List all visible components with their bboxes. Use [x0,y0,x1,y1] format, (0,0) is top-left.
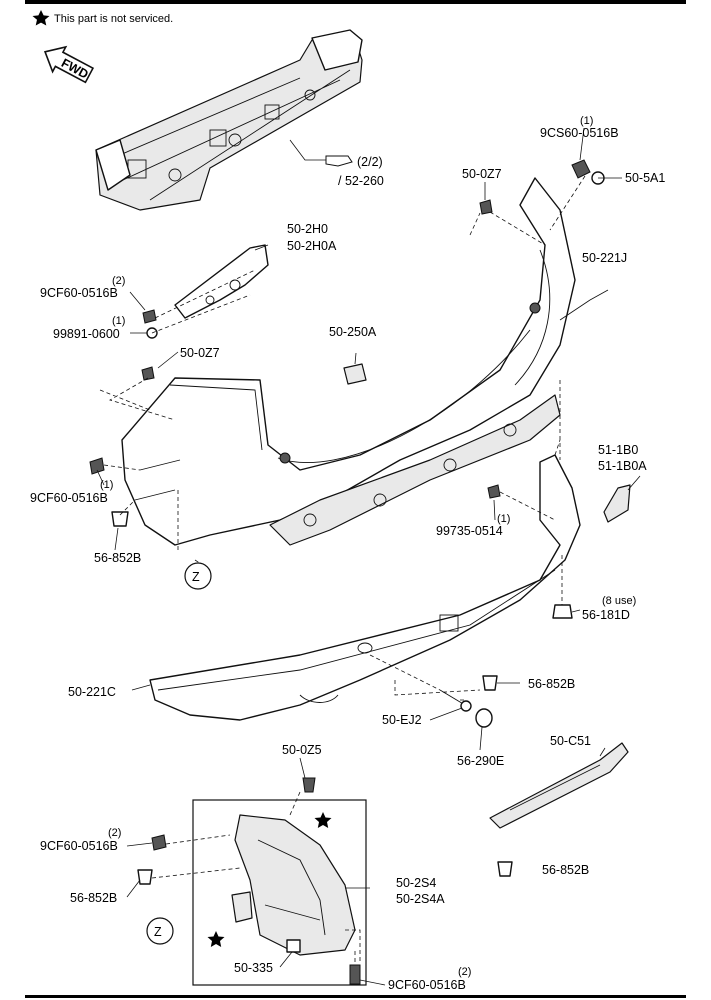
note-text: This part is not serviced. [54,13,173,25]
label-50-2S4: 50-2S4 [396,876,436,890]
guide-lines [99,175,586,962]
star-icon [314,812,332,828]
label-50-0Z7-top: 50-0Z7 [462,167,502,181]
fwd-label: FWD [59,56,91,82]
label-51-1B0A: 51-1B0A [598,459,647,473]
z-label-a: Z [192,570,200,584]
clip-56-852B-b [482,675,498,691]
label-50-221J: 50-221J [582,251,627,265]
cap-56-290E [475,708,493,728]
inset-part [231,891,253,923]
label-56-852B-c: 56-852B [70,891,117,905]
label-50-2H0: 50-2H0 [287,222,328,236]
qty-9CS60: (1) [580,115,593,127]
screw-9CF60-d [349,964,361,985]
arrow-icon [43,45,95,84]
clip-50-250A [343,363,367,385]
clip-56-181D [552,604,573,619]
leader-lines [96,127,641,986]
z-label-b: Z [154,925,162,939]
qty-99735: (1) [497,513,510,525]
label-50-5A1: 50-5A1 [625,171,665,185]
upper-bumper-cover [121,177,576,546]
label-9CF60-0516B-c: 9CF60-0516B [40,839,118,853]
label-50-EJ2: 50-EJ2 [382,713,422,727]
detail-z-marker-b: Z [146,917,174,945]
screw-9CF60-c [151,834,167,851]
label-9CF60-0516B-b: 9CF60-0516B [30,491,108,505]
tow-eye-ring [460,700,472,712]
bottom-rule [25,995,686,998]
label-50-C51: 50-C51 [550,734,591,748]
label-9CS60-0516B: 9CS60-0516B [540,126,619,140]
screw-9CS60 [571,159,591,179]
bracket-50-C51 [489,742,629,829]
clip-50-0Z7-left [141,366,155,381]
label-50-250A: 50-250A [329,325,377,339]
mudguard-50-2S4 [234,814,356,956]
ref-page-label: (2/2) [357,155,383,169]
not-serviced-note: This part is not serviced. [32,10,173,26]
fwd-arrow: FWD [43,45,95,84]
label-56-852B-b: 56-852B [528,677,575,691]
qty-9CF60-c: (2) [108,827,121,839]
ref-leader [289,139,328,161]
clip-50-0Z5 [302,777,316,793]
label-99891-0600: 99891-0600 [53,327,120,341]
top-rule [25,0,686,4]
screw-9CF60-a [142,309,157,324]
bumper-reinforcement [95,29,363,211]
label-51-1B0: 51-1B0 [598,443,638,457]
clip-56-852B-d [497,861,513,877]
clip-50-335 [286,939,301,953]
label-50-2S4A: 50-2S4A [396,892,445,906]
star-icon [207,931,225,947]
clip-50-0Z7-top [479,199,493,215]
label-56-852B-d: 56-852B [542,863,589,877]
qty-9CF60-b: (1) [100,479,113,491]
detail-inset-box [192,799,367,986]
use-56-181D: (8 use) [602,595,636,607]
reference-page-icon [325,155,353,167]
clip-56-852B-c [137,869,153,885]
clip-56-852B-a [111,511,129,527]
ref-group-label: / 52-260 [338,174,384,188]
screw-9CF60-b [89,457,105,475]
label-56-290E: 56-290E [457,754,504,768]
reflector-51-1B0 [603,484,631,523]
label-50-221C: 50-221C [68,685,116,699]
qty-99891: (1) [112,315,125,327]
label-99735-0514: 99735-0514 [436,524,503,538]
side-bracket-50-2H0 [174,244,269,319]
qty-9CF60-d: (2) [458,966,471,978]
star-icon [32,10,50,26]
label-9CF60-0516B-a: 9CF60-0516B [40,286,118,300]
detail-z-marker-a: Z [184,562,212,590]
label-50-0Z5: 50-0Z5 [282,743,322,757]
label-56-852B-a: 56-852B [94,551,141,565]
label-50-0Z7-left: 50-0Z7 [180,346,220,360]
screw-99735 [487,484,501,499]
lower-bumper-cover [149,454,581,721]
label-56-181D: 56-181D [582,608,630,622]
label-50-335: 50-335 [234,961,273,975]
label-50-2H0A: 50-2H0A [287,239,337,253]
qty-9CF60-a: (2) [112,275,125,287]
label-9CF60-0516B-d: 9CF60-0516B [388,978,466,992]
